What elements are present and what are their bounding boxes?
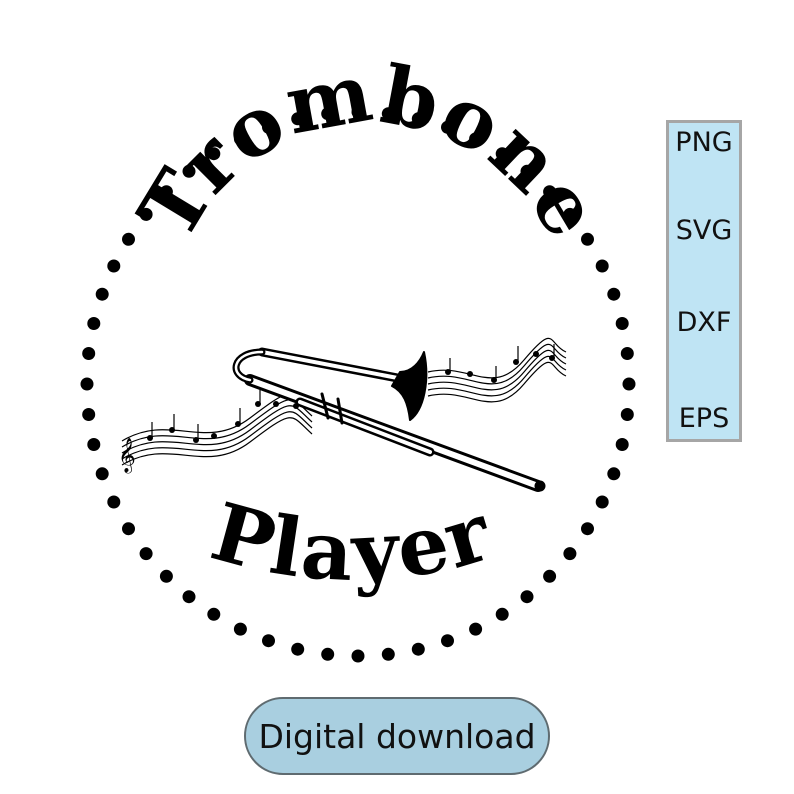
ring-dot xyxy=(95,287,109,301)
ring-dot xyxy=(595,259,609,273)
ring-dot xyxy=(87,438,101,451)
ring-dot xyxy=(82,347,96,360)
music-staff-ribbon-icon xyxy=(427,337,567,403)
ring-dot xyxy=(262,120,275,134)
format-label-eps: EPS xyxy=(678,403,730,434)
trombone-icon xyxy=(232,347,546,492)
ring-dot xyxy=(80,377,94,391)
ring-dot xyxy=(469,622,483,636)
ring-dot xyxy=(615,317,629,330)
ring-dot xyxy=(620,347,634,360)
ring-dot xyxy=(595,495,609,509)
digital-download-button[interactable]: Digital download xyxy=(244,697,550,775)
treble-clef-icon: 𝄞 xyxy=(118,438,136,474)
ring-dot xyxy=(321,107,335,121)
ring-dot xyxy=(159,185,173,199)
ring-dot xyxy=(321,647,335,661)
ring-dot xyxy=(411,112,425,126)
ring-dot xyxy=(139,547,153,561)
ring-dot xyxy=(233,622,247,636)
ring-dot xyxy=(563,207,577,221)
ring-dot xyxy=(159,569,173,583)
ring-dot xyxy=(615,438,629,451)
music-staff-ribbon-icon xyxy=(121,390,313,466)
ring-dot xyxy=(581,522,594,536)
ring-dot xyxy=(95,467,109,481)
format-label-svg: SVG xyxy=(675,215,733,246)
badge-bottom-text: Player xyxy=(202,484,502,599)
file-formats-panel: PNG SVG DXF EPS xyxy=(666,120,742,442)
ring-dot xyxy=(495,607,509,621)
ring-dot xyxy=(520,164,534,178)
ring-dot xyxy=(520,590,534,604)
ring-dot xyxy=(82,408,96,421)
ring-dot xyxy=(381,107,395,121)
ring-dot xyxy=(607,467,621,481)
ring-dot xyxy=(122,232,135,246)
ring-dot xyxy=(441,120,454,134)
ring-dot xyxy=(411,642,425,656)
format-label-png: PNG xyxy=(675,127,733,158)
format-label-dxf: DXF xyxy=(676,307,732,338)
ring-dot xyxy=(291,642,305,656)
ring-dot xyxy=(381,647,395,661)
ring-dot xyxy=(351,105,365,119)
ring-dot xyxy=(207,147,221,161)
ring-dot xyxy=(622,377,636,391)
ring-dot xyxy=(581,232,594,246)
badge-top-text: Trombone xyxy=(120,45,620,255)
ring-dot xyxy=(207,607,221,621)
ring-dot xyxy=(87,317,101,330)
ring-dot xyxy=(107,495,121,509)
ring-dot xyxy=(351,649,365,663)
ring-dot xyxy=(543,185,557,199)
ring-dot xyxy=(139,207,153,221)
ring-dot xyxy=(233,132,247,146)
ring-dot xyxy=(543,569,557,583)
ring-dot xyxy=(441,634,454,648)
ring-dot xyxy=(262,634,275,648)
ring-dot xyxy=(563,547,577,561)
ring-dot xyxy=(291,112,305,126)
ring-dot xyxy=(495,147,509,161)
ring-dot xyxy=(182,164,196,178)
ring-dot xyxy=(469,132,483,146)
ring-dot xyxy=(620,408,634,421)
ring-dot xyxy=(182,590,196,604)
ring-dot xyxy=(107,259,121,273)
ring-dot xyxy=(607,287,621,301)
ring-dot xyxy=(122,522,135,536)
digital-download-label: Digital download xyxy=(258,716,536,756)
dotted-circle-border xyxy=(80,105,636,663)
